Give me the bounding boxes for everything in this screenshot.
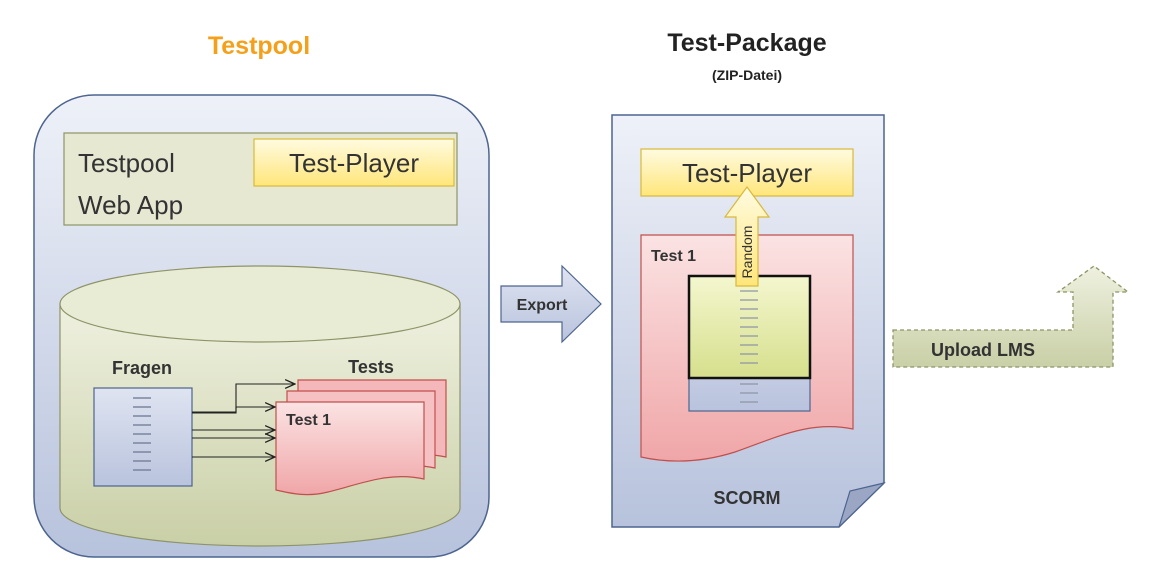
fragen-to-tests-arrows <box>192 384 295 457</box>
webapp-label-line2: Web App <box>78 190 183 220</box>
package-page-fold <box>838 481 886 528</box>
testpool-title: Testpool <box>208 32 310 60</box>
upload-lms-arrow <box>892 265 1130 368</box>
package-test1-label: Test 1 <box>651 248 696 265</box>
testpool-test1-label: Test 1 <box>286 412 331 429</box>
fragen-lines <box>133 397 151 471</box>
fragen-label: Fragen <box>112 358 172 378</box>
package-subtitle: (ZIP-Datei) <box>712 67 782 83</box>
testpool-player-label: Test-Player <box>289 148 419 178</box>
upload-lms-label: Upload LMS <box>931 340 1035 360</box>
package-question-lines <box>740 290 758 403</box>
fragen-box <box>93 387 193 487</box>
scorm-label: SCORM <box>714 488 781 508</box>
package-player-label: Test-Player <box>682 158 812 188</box>
export-arrow <box>500 264 602 344</box>
webapp-label-line1: Testpool <box>78 148 175 178</box>
random-arrow <box>723 185 771 287</box>
test-documents-stack <box>275 379 447 496</box>
testpool-player-box <box>253 138 455 187</box>
tests-label: Tests <box>348 357 394 377</box>
export-label: Export <box>517 297 568 314</box>
package-title: Test-Package <box>667 29 826 57</box>
random-label: Random <box>739 226 755 279</box>
